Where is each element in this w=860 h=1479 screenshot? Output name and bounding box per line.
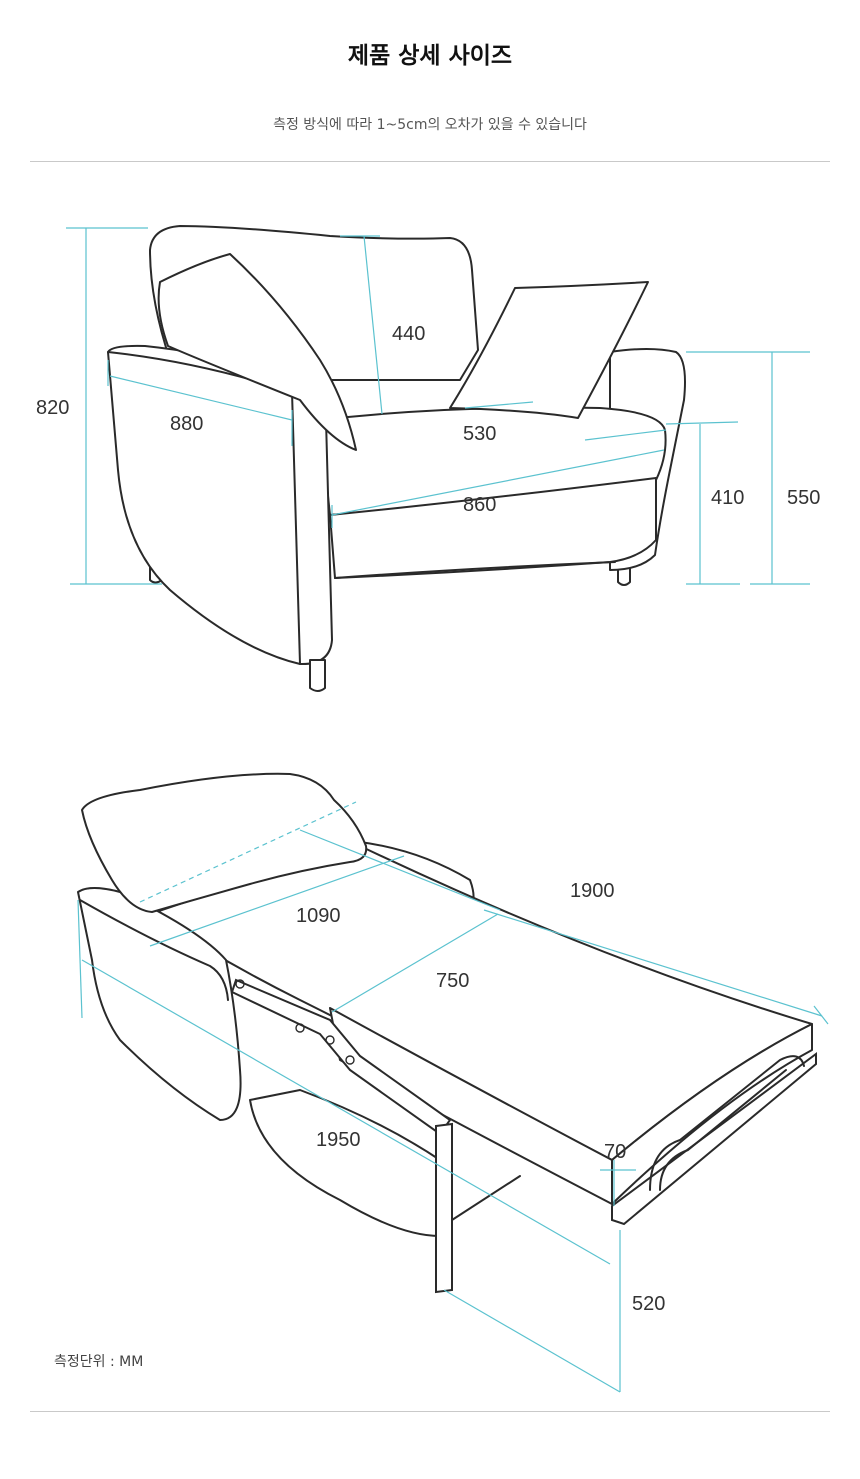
bed-dimension-lines: [77, 801, 829, 1393]
sofa-arm-fold: [291, 391, 301, 665]
page-title: 제품 상세 사이즈: [347, 43, 513, 69]
unit-note: 측정단위 : MM: [54, 1354, 144, 1370]
sofa-arm-height-label: 550: [787, 487, 820, 509]
bed-end-rail-inner: [659, 1069, 787, 1191]
sofa-drawing: [107, 225, 686, 692]
bed-under-sling: [249, 1089, 441, 1237]
bed-end-rail: [649, 1055, 805, 1191]
bed-cross-bar: [451, 1175, 521, 1221]
top-divider: [30, 161, 830, 162]
bed-frame-bar: [611, 1052, 817, 1226]
sofa-width-label: 860: [463, 494, 496, 516]
sofa-dimension-lines: [66, 227, 810, 585]
page-subtitle: 측정 방식에 따라 1~5cm의 오차가 있을 수 있습니다: [273, 117, 587, 133]
bottom-divider: [30, 1411, 830, 1412]
bed-mattress-thickness-label: 70: [604, 1141, 626, 1163]
bed-backrest: [81, 772, 368, 913]
sofa-base-line: [334, 561, 616, 579]
sofa-seat-depth-label: 530: [463, 423, 496, 445]
bed-width-label: 1090: [296, 905, 341, 927]
bed-left-arm-fold: [79, 899, 229, 1001]
sofa-seat-height-label: 410: [711, 487, 744, 509]
bed-length-label: 1900: [570, 880, 615, 902]
sofa-back-height-label: 440: [392, 323, 425, 345]
bed-mattress-width-label: 750: [436, 970, 469, 992]
sofa-depth-label: 880: [170, 413, 203, 435]
sofa-pillow-right: [449, 281, 649, 419]
bed-total-length-label: 1950: [316, 1129, 361, 1151]
sofa-left-arm: [107, 344, 333, 666]
sofa-pillow-left: [157, 253, 357, 451]
bed-drawing: [77, 772, 817, 1294]
bed-leg: [435, 1122, 453, 1294]
bed-height-label: 520: [632, 1293, 665, 1315]
sofa-front-leg: [309, 659, 326, 692]
sofa-total-height-label: 820: [36, 397, 69, 419]
sofa-front-base: [329, 477, 657, 579]
